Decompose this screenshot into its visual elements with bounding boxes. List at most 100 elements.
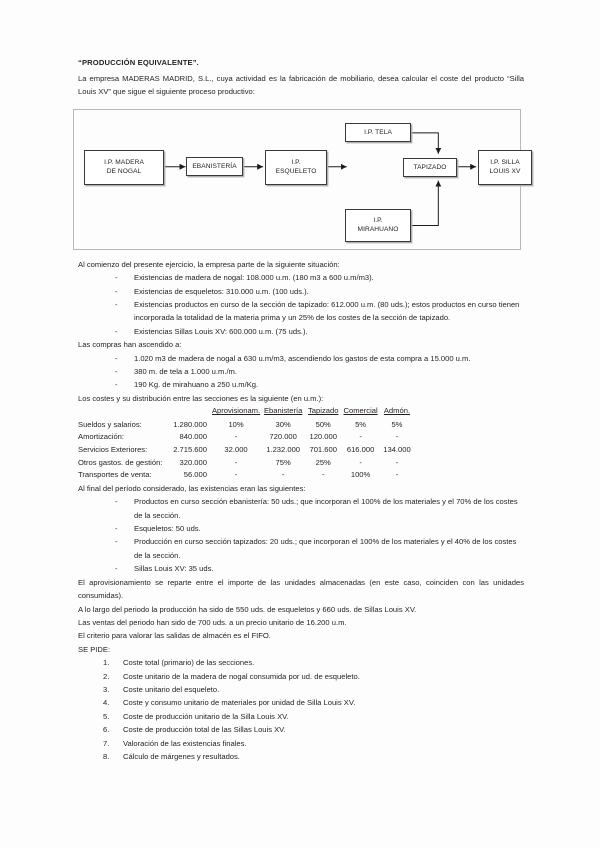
list-item-text: Esqueletos: 50 uds. [134, 524, 201, 534]
dash-marker: - [115, 300, 118, 310]
cost-cell: 5% [391, 419, 403, 429]
col-header-tapizado: Tapizado [308, 406, 339, 416]
node-line: I.P. [291, 158, 301, 166]
cost-cell: 616.000 [346, 445, 375, 455]
list-item: 8. Cálculo de márgenes y resultados. [78, 750, 524, 763]
cost-cell: - [281, 470, 285, 480]
cost-row-label: Otros gastos. de gestión: [78, 457, 163, 467]
cost-cell: - [395, 457, 399, 467]
list-item-text: Existencias productos en curso de la sec… [134, 300, 520, 323]
cost-cell: 100% [350, 470, 371, 480]
cost-row-total: 1.280.000 [173, 419, 207, 429]
cost-row-total: 56.000 [183, 470, 207, 480]
list-item-text: Coste de producción unitario de la Silla… [123, 711, 289, 721]
list-item-number: 2. [103, 671, 110, 681]
requested-lead: SE PIDE: [78, 644, 111, 654]
cost-cell: - [234, 470, 238, 480]
node-line: EBANISTERÍA [192, 162, 237, 170]
table-row: Otros gastos. de gestión:320.000-75%25%-… [78, 457, 414, 470]
list-item: - Existencias de madera de nogal: 108.000… [78, 271, 524, 284]
dash-marker: - [115, 524, 118, 534]
cost-cell: - [395, 470, 399, 480]
dash-marker: - [115, 273, 118, 283]
cost-cell: - [234, 432, 238, 442]
document-body: “PRODUCCIÓN EQUIVALENTE”. La empresa MAD… [73, 56, 532, 763]
col-header-comercial: Comercial [343, 406, 378, 416]
cost-cell: 134.000 [383, 445, 411, 455]
list-item-text: Coste unitario de la madera de nogal con… [123, 671, 360, 681]
dash-marker: - [115, 286, 118, 296]
node-line: I.P. SILLA [490, 158, 520, 166]
list-item: 6.Coste de producción total de las Silla… [78, 723, 524, 736]
cost-cell: 50% [315, 419, 331, 429]
cost-cell: 120.000 [309, 432, 337, 442]
list-item-number: 6. [103, 725, 110, 735]
list-item: 5.Coste de producción unitario de la Sil… [78, 710, 524, 723]
purchases-list: -1.020 m3 de madera de nogal a 630 u.m/m… [78, 352, 524, 392]
dash-marker: - [115, 537, 118, 547]
node-line: LOUIS XV [489, 168, 521, 176]
node-line: TAPIZADO [413, 163, 447, 171]
list-item-text: Valoración de las existencias finales. [123, 738, 247, 748]
cost-cell: - [359, 457, 362, 467]
cost-cell: - [321, 470, 325, 480]
cost-cell: 1.232.000 [266, 445, 301, 455]
list-item-text: Producción en curso sección tapizados: 2… [134, 537, 517, 560]
diagram-node-mirahuano: I.P. MIRAHUANO [345, 208, 411, 242]
list-item-number: 8. [103, 751, 110, 761]
list-item: 2. Coste unitario de la madera de nogal c… [78, 670, 524, 683]
provisioning-note: El aprovisionamiento se reparte entre el… [78, 577, 524, 601]
node-line: I.P. TELA [364, 128, 392, 136]
cost-cell: 30% [275, 419, 291, 429]
list-item-text: Existencias de madera de nogal: 108.000 … [134, 273, 374, 283]
list-item: - Existencias productos en curso de la se… [78, 298, 524, 325]
criterion-note: El criterio para valorar las salidas de … [78, 631, 271, 641]
purchases-lead: Las compras han ascendido a: [78, 340, 182, 350]
list-item-text: Productos en curso sección ebanistería: … [134, 497, 518, 520]
list-item-text: 190 Kg. de mirahuano a 250 u.m/Kg. [134, 380, 259, 390]
requested-list: 1. Coste total (primario) de las seccione… [78, 656, 524, 763]
node-line: I.P. [373, 216, 383, 224]
diagram-node-esqueleto: I.P. ESQUELETO [265, 149, 327, 185]
cost-distribution-table: Aprovisionam. Ebanistería Tapizado Comer… [78, 405, 414, 482]
list-item-number: 4. [103, 698, 110, 708]
cost-row-total: 2.715.600 [173, 445, 207, 455]
col-header-admon: Admón. [383, 406, 411, 416]
cost-cell: - [395, 432, 399, 442]
list-item: -Existencias Sillas Louis XV: 600.000 u.… [78, 325, 524, 338]
final-stock-lead: Al final del período considerado, las ex… [78, 483, 306, 493]
list-item: - Esqueletos: 50 uds. [78, 522, 524, 535]
list-item-text: Coste total (primario) de las secciones. [123, 658, 255, 668]
list-item: -Existencias de esqueletos: 310.000 u.m.… [78, 285, 524, 298]
list-item-number: 1. [103, 658, 110, 668]
diagram-connectors [163, 132, 477, 226]
dash-marker: - [115, 380, 118, 390]
diagram-node-tapizado: TAPIZADO [403, 157, 457, 177]
dash-marker: - [115, 353, 118, 363]
costs-lead: Los costes y su distribución entre las s… [78, 393, 324, 403]
cost-cell: 32.000 [224, 445, 248, 455]
final-stock-list: - Productos en curso sección ebanistería:… [78, 495, 524, 575]
production-note: A lo largo del periodo la producción ha … [78, 604, 417, 614]
list-item-text: Cálculo de márgenes y resultados. [123, 751, 240, 761]
cost-row-label: Servicios Exteriores: [78, 445, 148, 455]
cost-row-label: Transportes de venta: [78, 470, 152, 480]
list-item: 4.Coste y consumo unitario de materiales… [78, 696, 524, 709]
table-row: Transportes de venta: 56.000 - - - 100% - [78, 469, 414, 482]
initial-situation-lead: Al comienzo del presente ejercicio, la e… [78, 259, 340, 269]
page-watermark: www.contabilidad [249, 788, 351, 797]
dash-marker: - [115, 326, 118, 336]
cost-row-total: 320.000 [179, 457, 207, 467]
node-line: MIRAHUANO [357, 226, 399, 234]
cost-cell: - [234, 457, 238, 467]
cost-cell: 5% [355, 419, 367, 429]
table-header-row: Aprovisionam. Ebanistería Tapizado Comer… [78, 405, 414, 419]
sales-note: Las ventas del periodo han sido de 700 u… [78, 617, 347, 627]
list-item-text: 380 m. de tela a 1.000 u.m./m. [134, 367, 237, 377]
list-item-text: Sillas Louis XV: 35 uds. [134, 564, 214, 574]
dash-marker: - [115, 367, 118, 377]
cost-cell: 10% [228, 419, 244, 429]
